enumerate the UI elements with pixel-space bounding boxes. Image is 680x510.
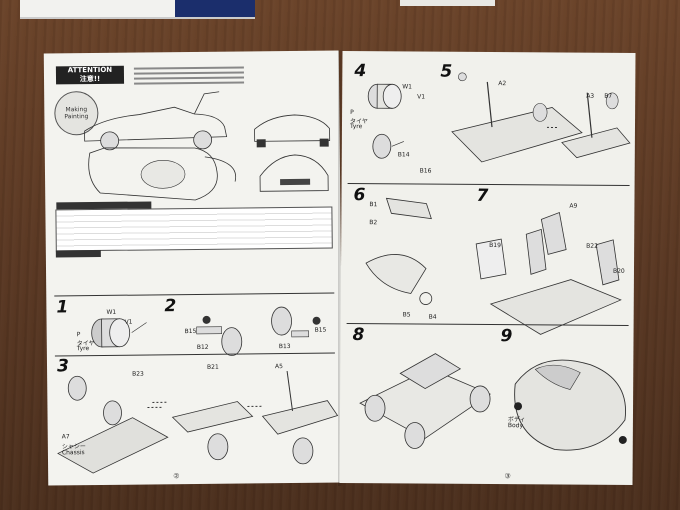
- label-v1: V1: [124, 318, 133, 326]
- instruction-page-left: ATTENTION 注意!! Making Painting: [43, 50, 344, 486]
- step-8-9-drawing: [359, 353, 627, 451]
- label-v1-r: V1: [417, 93, 426, 101]
- label-a3: A3: [586, 92, 595, 100]
- label-chassis: Chassis: [61, 449, 85, 457]
- divider: [54, 292, 335, 297]
- step-4-5-drawing: [367, 72, 631, 163]
- label-w1-r: W1: [402, 83, 413, 91]
- label-tyre: Tyre: [76, 345, 90, 353]
- label-b16: B16: [419, 167, 432, 175]
- label-b14: B14: [397, 151, 410, 159]
- label-b19: B19: [489, 242, 501, 250]
- label-b15b: B15: [314, 326, 327, 334]
- step-1-wheel-drawing: [91, 306, 321, 357]
- label-a5: A5: [275, 363, 283, 371]
- label-b1: B1: [369, 201, 378, 209]
- step-6-7-drawing: [365, 197, 622, 335]
- label-b13: B13: [278, 342, 291, 351]
- label-b4: B4: [428, 313, 437, 321]
- label-b2: B2: [369, 219, 378, 227]
- label-tyre-r: Tyre: [349, 123, 363, 131]
- label-b7: B7: [604, 92, 613, 100]
- label-w1: W1: [106, 308, 117, 316]
- step-3-chassis-drawing: [57, 370, 339, 474]
- label-b20: B20: [612, 267, 625, 275]
- label-b12: B12: [196, 343, 209, 351]
- label-b21: B21: [207, 363, 219, 371]
- instruction-page-right: 4 5 W1 V1 P タイヤ Tyre B14 B16 A2 A3 B7: [339, 50, 636, 486]
- label-p-r: P: [350, 109, 354, 117]
- kit-box-edge: [20, 0, 255, 19]
- label-body: Body: [507, 422, 524, 430]
- car-side-drawing: [84, 91, 331, 201]
- paint-table: [55, 201, 333, 252]
- kit-box-edge-right: [400, 0, 495, 6]
- label-b23: B23: [132, 370, 144, 378]
- label-a2: A2: [498, 80, 507, 88]
- label-b5: B5: [402, 311, 411, 319]
- label-b22: B22: [586, 242, 598, 250]
- label-a7: A7: [61, 433, 70, 441]
- symbol-legend: [55, 249, 331, 287]
- label-a9: A9: [569, 202, 578, 210]
- label-b15: B15: [184, 327, 197, 336]
- page-number-right: ③: [504, 472, 511, 481]
- page-number-left: ②: [173, 472, 180, 481]
- label-p: P: [76, 331, 81, 339]
